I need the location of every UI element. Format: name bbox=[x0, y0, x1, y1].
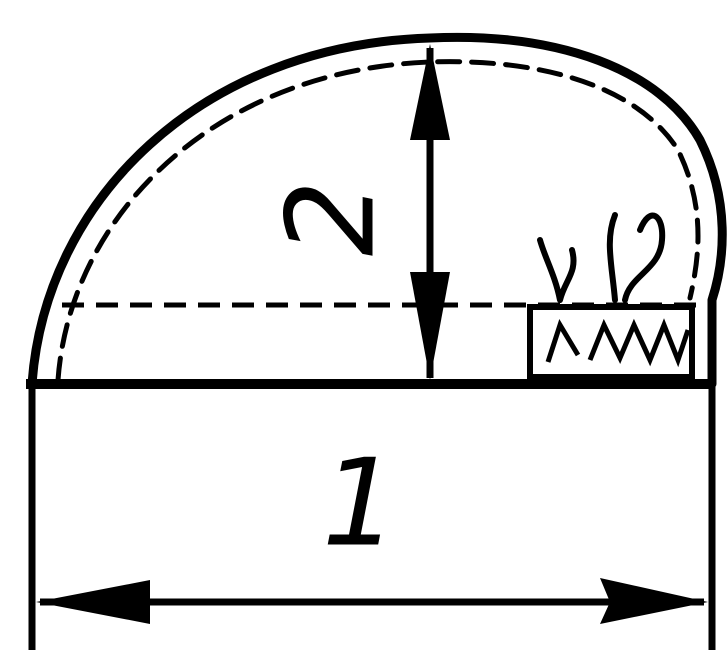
height-arrow-bottom bbox=[410, 272, 450, 380]
dome-inner-dashed-outline bbox=[55, 59, 701, 383]
width-arrow-right bbox=[600, 578, 708, 624]
dome-outer-outline bbox=[27, 32, 727, 389]
width-arrow-left bbox=[36, 580, 150, 624]
plant-left bbox=[537, 237, 577, 303]
height-dimension-label: 2 bbox=[263, 180, 402, 256]
width-dimension-label: 1 bbox=[322, 435, 398, 574]
plant-right bbox=[606, 212, 666, 303]
plant-sprouts bbox=[537, 212, 666, 303]
heating-coil-zigzag bbox=[545, 318, 691, 368]
height-arrow-top bbox=[410, 44, 450, 140]
